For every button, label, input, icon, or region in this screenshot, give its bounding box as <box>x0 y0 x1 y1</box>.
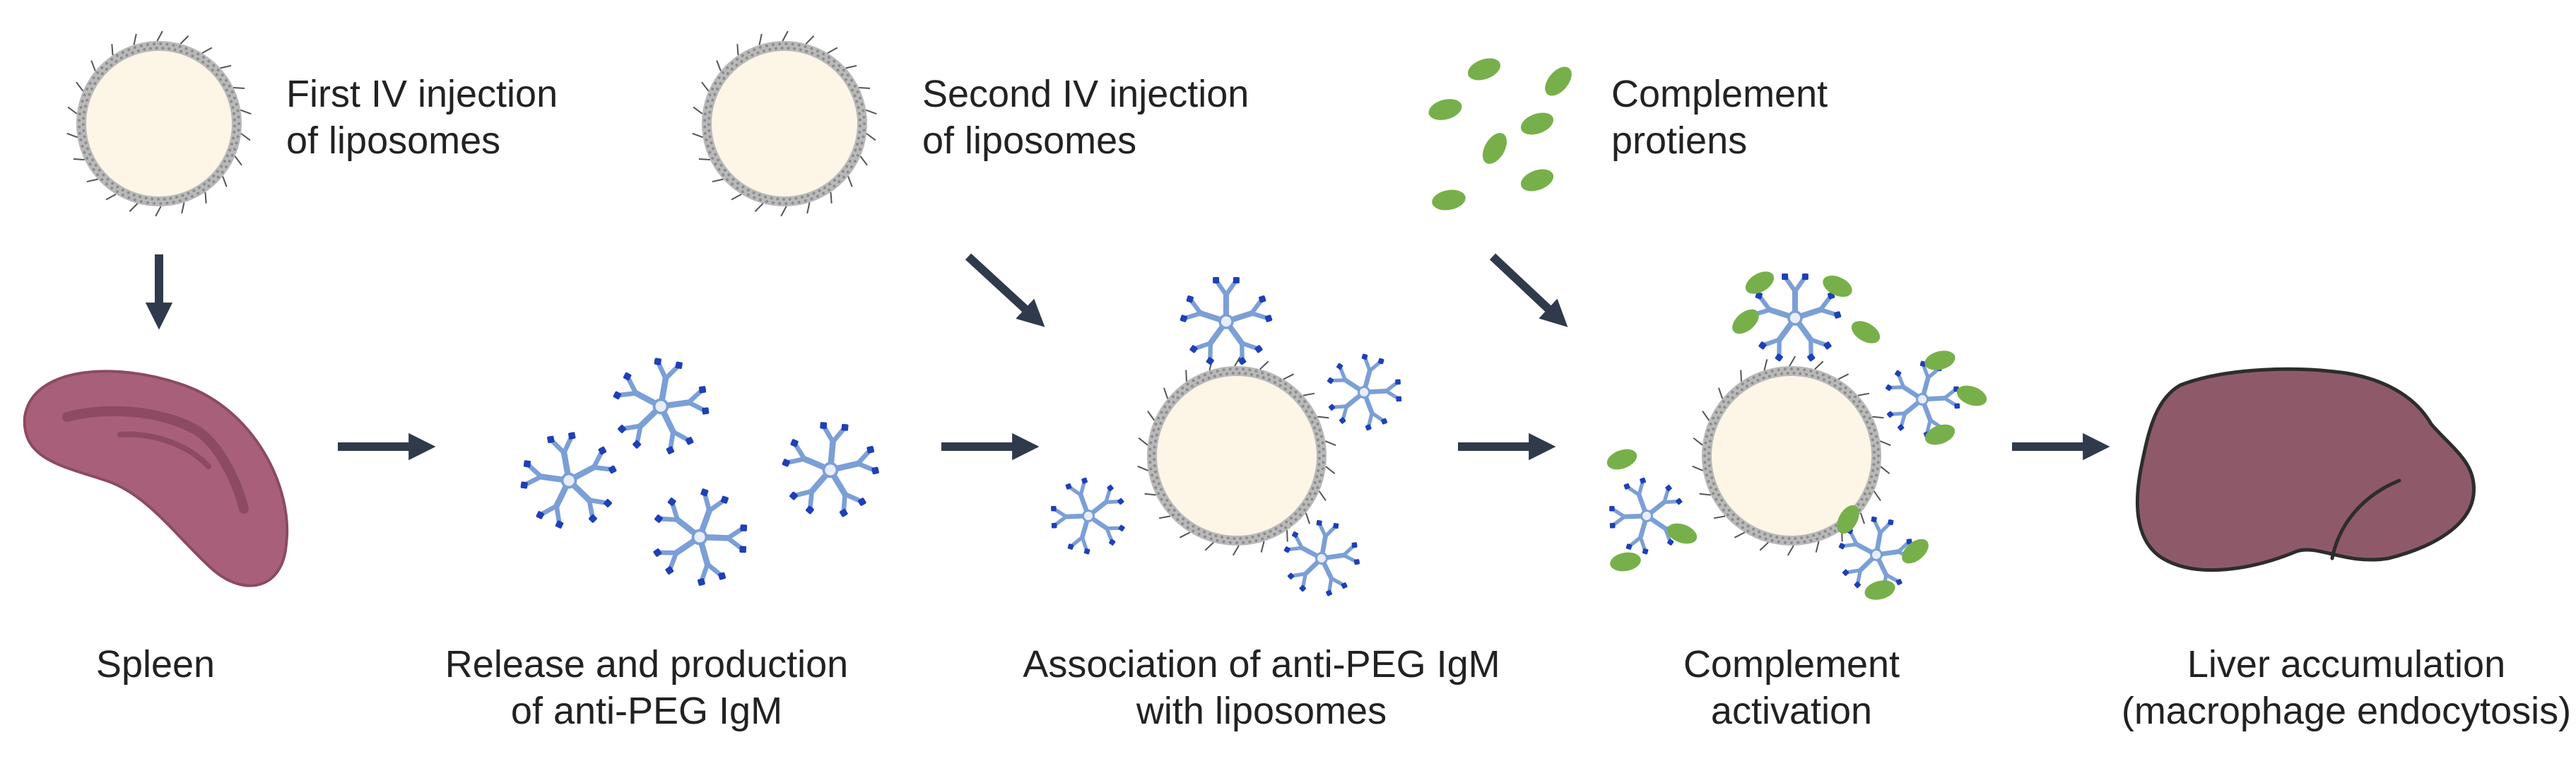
step-release-line2: of anti-PEG IgM <box>510 690 783 732</box>
complement-protein-icon <box>1666 523 1698 544</box>
step-spleen-line1: Spleen <box>95 643 216 686</box>
complement-protein-icon <box>1864 580 1895 600</box>
second-injection-label: Second IV injection of liposomes <box>922 71 1249 164</box>
complement-protein-icon <box>1837 505 1859 534</box>
liposome-icon <box>1692 355 1891 556</box>
step-association-line1: Association of anti-PEG IgM <box>1023 643 1500 686</box>
igm-pentamer-icon <box>1283 519 1360 596</box>
step-complement-line1: Complement <box>1683 643 1900 686</box>
complement-protein-icon <box>1467 58 1501 81</box>
complement-protein-icon <box>1745 271 1775 294</box>
second-injection-line2: of liposomes <box>922 119 1137 162</box>
complement-protein-icon <box>1520 169 1554 192</box>
complement-protein-icon <box>1732 309 1759 334</box>
step-liver-line1: Liver accumulation <box>2187 643 2506 686</box>
spleen-icon <box>23 370 289 587</box>
step-complement-line2: activation <box>1710 690 1873 732</box>
step-label-complement-activation: Complement activation <box>1683 641 1900 734</box>
step-liver-line2: (macrophage endocytosis) <box>2121 690 2572 732</box>
complement-protein-icon <box>1902 539 1929 564</box>
step-label-liver: Liver accumulation (macrophage endocytos… <box>2122 641 2571 734</box>
igm-pentamer-icon <box>520 432 617 529</box>
complement-protein-icon <box>1956 385 1987 406</box>
arrow-icon <box>965 253 1045 327</box>
complement-protein-icon <box>1432 189 1466 211</box>
step-label-association: Association of anti-PEG IgM with liposom… <box>1023 641 1500 734</box>
igm-pentamer-icon <box>1051 477 1125 555</box>
complement-protein-icon <box>1428 99 1462 120</box>
igm-pentamer-icon <box>1885 360 1960 438</box>
complement-activated-igm <box>1606 271 1987 600</box>
igm-pentamer-icon <box>1180 276 1273 365</box>
bound-igm-antibodies <box>1051 276 1402 596</box>
igm-pentamer-icon <box>1748 273 1842 362</box>
igm-pentamer-icon <box>613 358 710 454</box>
complement-protein-icon <box>1610 552 1641 572</box>
step-label-release: Release and production of anti-PEG IgM <box>445 641 848 734</box>
igm-pentamer-icon <box>1327 353 1402 431</box>
complement-protein-icon <box>1924 351 1955 370</box>
complement-protein-icon <box>1482 133 1507 164</box>
second-injection-line1: Second IV injection <box>922 73 1249 115</box>
complement-proteins-icon <box>1428 58 1572 211</box>
step-release-line1: Release and production <box>445 643 849 686</box>
igm-pentamer-icon <box>1838 516 1915 593</box>
first-injection-line1: First IV injection <box>286 73 558 115</box>
igm-pentamer-icon <box>782 422 879 517</box>
complement-protein-icon <box>1606 449 1637 470</box>
igm-pentamer-icon <box>653 488 748 586</box>
complement-proteins-line1: Complement <box>1611 73 1828 115</box>
complement-protein-icon <box>1924 424 1955 445</box>
complement-protein-icon <box>1520 112 1554 135</box>
complement-proteins-label: Complement protiens <box>1611 71 1828 164</box>
complement-protein-icon <box>1851 321 1881 343</box>
liposome-icon <box>692 30 877 217</box>
liver-icon <box>2135 367 2476 572</box>
complement-proteins-line2: protiens <box>1611 119 1748 162</box>
free-igm-antibodies <box>520 358 879 586</box>
arrow-icon <box>1489 253 1568 327</box>
step-association-line2: with liposomes <box>1136 690 1387 732</box>
arrows <box>145 253 2110 461</box>
first-injection-label: First IV injection of liposomes <box>286 71 558 164</box>
liposome-icon <box>1137 355 1336 556</box>
complement-protein-icon <box>1823 275 1852 298</box>
first-injection-line2: of liposomes <box>286 119 501 162</box>
liposome-icon <box>66 30 252 217</box>
complement-protein-icon <box>1545 66 1572 96</box>
igm-pentamer-icon <box>1609 477 1683 555</box>
step-label-spleen: Spleen <box>96 641 215 688</box>
